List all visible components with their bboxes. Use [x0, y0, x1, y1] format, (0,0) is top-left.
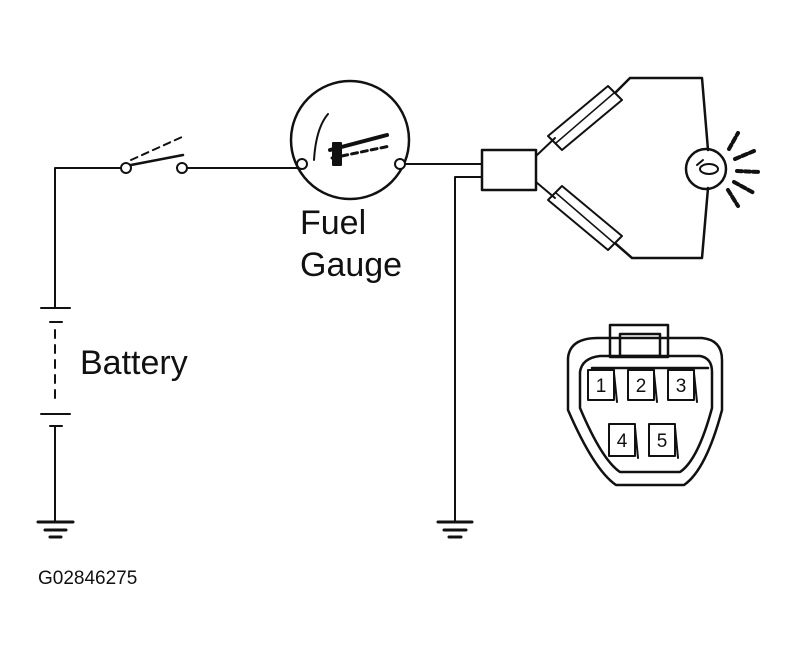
ground-symbol-left: [36, 520, 75, 539]
connector-inner-shell: [578, 354, 714, 474]
resistor-upper: [547, 85, 623, 151]
ground-symbol-right: [436, 520, 474, 539]
pin-cavity-1: [587, 369, 615, 401]
light-ray-2: [733, 149, 756, 161]
connector-latch-inner: [618, 332, 662, 358]
sender-unit: [454, 76, 710, 522]
connector-face: [566, 323, 724, 487]
pin-cavity-3: [667, 369, 695, 401]
switch-blade: [129, 153, 185, 167]
figure-code: G02846275: [38, 568, 138, 589]
fuel-gauge-symbol: [289, 79, 483, 201]
switch-blade-dashed: [130, 136, 183, 161]
light-ray-5: [726, 188, 740, 208]
switch-terminal-right: [176, 162, 188, 174]
gauge-terminal-left: [296, 158, 308, 170]
pin-cavity-4: [608, 423, 636, 457]
light-ray-3: [735, 169, 762, 174]
lamp-bulb: [684, 147, 728, 191]
connector-outer-shell: [566, 336, 724, 487]
ignition-switch: [120, 136, 299, 174]
gauge-scale-arc: [313, 113, 329, 161]
gauge-pivot: [332, 142, 342, 166]
pin-cavity-2: [627, 369, 655, 401]
pin-number-1: 1: [596, 376, 607, 397]
wire-sender-to-ground: [454, 176, 483, 522]
gauge-terminal-right: [394, 158, 406, 170]
pin-number-5: 5: [657, 431, 668, 452]
resistor-lower: [547, 185, 623, 251]
pin-number-4: 4: [617, 431, 628, 452]
lamp-housing: [614, 76, 710, 260]
lamp-filament: [699, 163, 719, 175]
warning-lamp: [684, 131, 762, 208]
battery-label: Battery: [80, 344, 188, 382]
pin-cavity-5: [648, 423, 676, 457]
switch-terminal-left: [120, 162, 132, 174]
wire-battery-to-switch: [54, 167, 121, 308]
light-ray-4: [732, 180, 756, 195]
battery-circuit: [40, 167, 121, 522]
pin-number-2: 2: [636, 376, 647, 397]
light-ray-1: [727, 131, 740, 151]
pin-number-3: 3: [676, 376, 687, 397]
sender-connector-block: [480, 148, 538, 192]
gauge-face: [289, 79, 411, 201]
fuel-gauge-label-line2: Gauge: [300, 246, 403, 284]
fuel-gauge-label-line1: Fuel: [300, 204, 367, 242]
